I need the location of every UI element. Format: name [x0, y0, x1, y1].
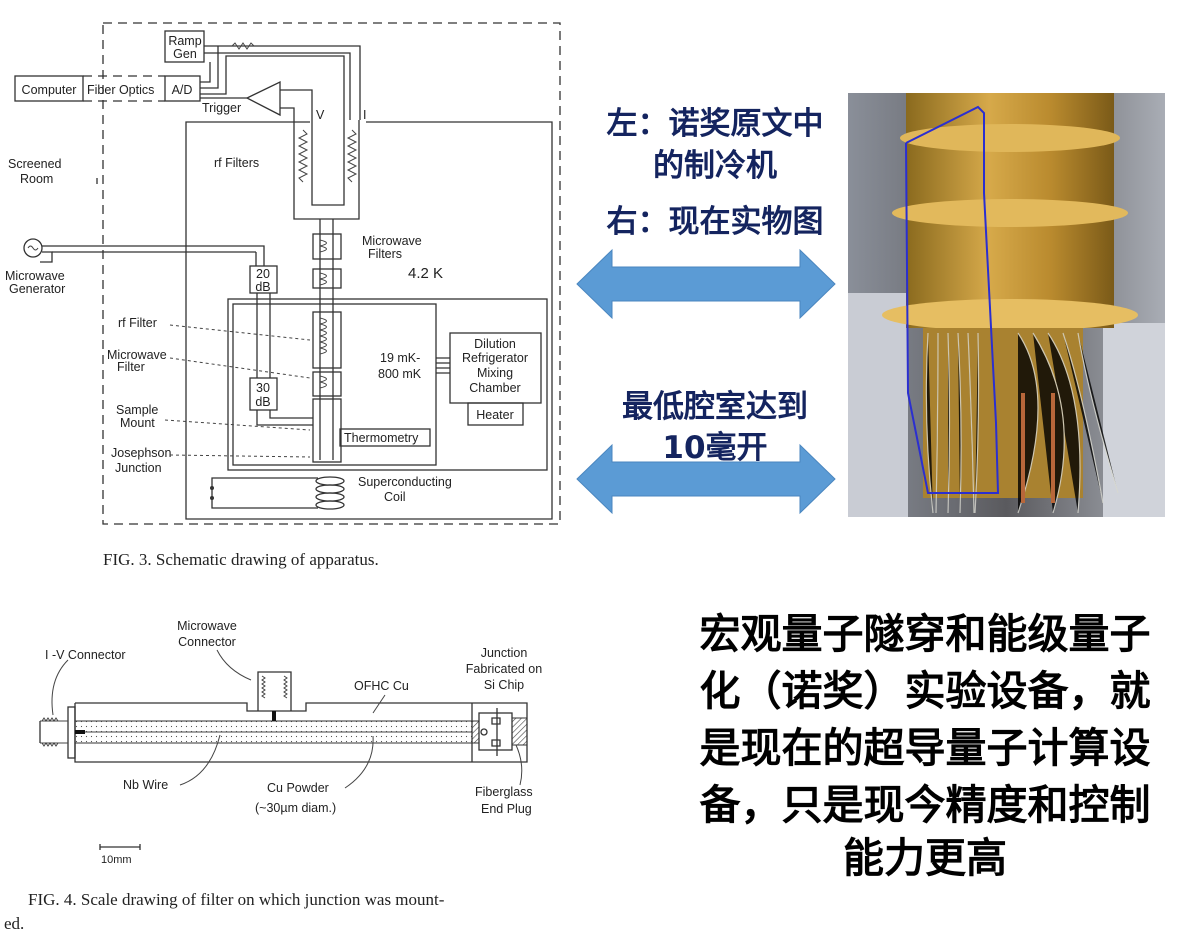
diagram-label: 800 mK	[378, 367, 422, 381]
diagram-label: Microwave	[107, 348, 167, 362]
diagram-label: Junction	[115, 461, 162, 475]
diagram-label: rf Filter	[118, 316, 157, 330]
diagram-label: 30	[256, 381, 270, 395]
diagram-label: Computer	[22, 83, 77, 97]
diagram-label: Microwave	[362, 234, 422, 248]
diagram-label: Dilution	[474, 337, 516, 351]
diagram-label: Trigger	[202, 101, 241, 115]
refrigerator-photo	[848, 93, 1165, 517]
diagram-label: (~30µm diam.)	[255, 801, 336, 815]
summary-line-5: 能力更高	[843, 834, 1007, 882]
summary-line-3: 是现在的超导量子计算设	[699, 724, 1151, 772]
diagram-label: Fiber Optics	[87, 83, 154, 97]
diagram-label: Nb Wire	[123, 778, 168, 792]
diagram-label: Microwave	[177, 619, 237, 633]
diagram-label: rf Filters	[214, 156, 259, 170]
diagram-label: dB	[255, 395, 270, 409]
diagram-label: 10mm	[101, 854, 132, 866]
diagram-label: Josephson	[111, 446, 172, 460]
diagram-label: Fiberglass	[475, 785, 533, 799]
diagram-label: 19 mK-	[380, 351, 420, 365]
temp-note-line2: 10毫开	[662, 430, 768, 466]
diagram-label: Microwave	[5, 269, 65, 283]
diagram-label: Mount	[120, 416, 155, 430]
diagram-label: Coil	[384, 490, 406, 504]
summary-line-2: 化（诺奖）实验设备，就	[699, 667, 1151, 715]
diagram-label: Superconducting	[358, 475, 452, 489]
double-arrow-top	[576, 248, 836, 320]
temp-note-line1: 最低腔室达到	[622, 389, 808, 425]
fig4-filter-drawing: Microwave Connector I -V Connector OFHC …	[39, 619, 542, 866]
diagram-label: Junction	[481, 646, 528, 660]
diagram-label: Room	[20, 172, 53, 186]
left-label-line1: 左：诺奖原文中	[606, 106, 824, 142]
summary-line-4: 备，只是现今精度和控制	[699, 781, 1151, 829]
diagram-label: Mixing	[477, 366, 513, 380]
diagram-label: Connector	[178, 635, 236, 649]
diagram-label: End Plug	[481, 802, 532, 816]
diagram-label: I -V Connector	[45, 648, 126, 662]
diagram-label: Filter	[117, 360, 145, 374]
diagram-label: Cu Powder	[267, 781, 329, 795]
fig3-caption: FIG. 3. Schematic drawing of apparatus.	[103, 550, 379, 569]
diagram-label: Filters	[368, 247, 402, 261]
diagram-label: Generator	[9, 282, 65, 296]
double-arrow-bottom	[576, 443, 836, 515]
diagram-label: V	[316, 108, 325, 122]
diagram-label: Heater	[476, 408, 514, 422]
diagram-label: Fabricated on	[466, 662, 542, 676]
summary-line-1: 宏观量子隧穿和能级量子	[699, 610, 1151, 658]
diagram-label: I	[363, 108, 366, 122]
diagram-label: A/D	[172, 83, 193, 97]
fig4-caption-line1: FIG. 4. Scale drawing of filter on which…	[28, 890, 445, 909]
fig3-schematic: Ramp Gen Computer Fiber Optics A/D Trigg…	[5, 22, 561, 525]
diagram-label: Ramp	[168, 34, 201, 48]
diagram-label: Thermometry	[344, 431, 419, 445]
diagram-label: Screened	[8, 157, 62, 171]
diagram-label: Refrigerator	[462, 351, 528, 365]
diagram-label: Sample	[116, 403, 158, 417]
right-label: 右：现在实物图	[606, 204, 824, 240]
diagram-label: Chamber	[469, 381, 520, 395]
diagram-label: Gen	[173, 47, 197, 61]
diagram-label: OFHC Cu	[354, 679, 409, 693]
diagram-label: 4.2 K	[408, 265, 443, 282]
fig4-caption-line2: ed.	[4, 914, 25, 933]
diagram-label: 20	[256, 267, 270, 281]
diagram-label: Si Chip	[484, 678, 524, 692]
diagram-label: dB	[255, 280, 270, 294]
left-label-line2: 的制冷机	[653, 148, 777, 184]
